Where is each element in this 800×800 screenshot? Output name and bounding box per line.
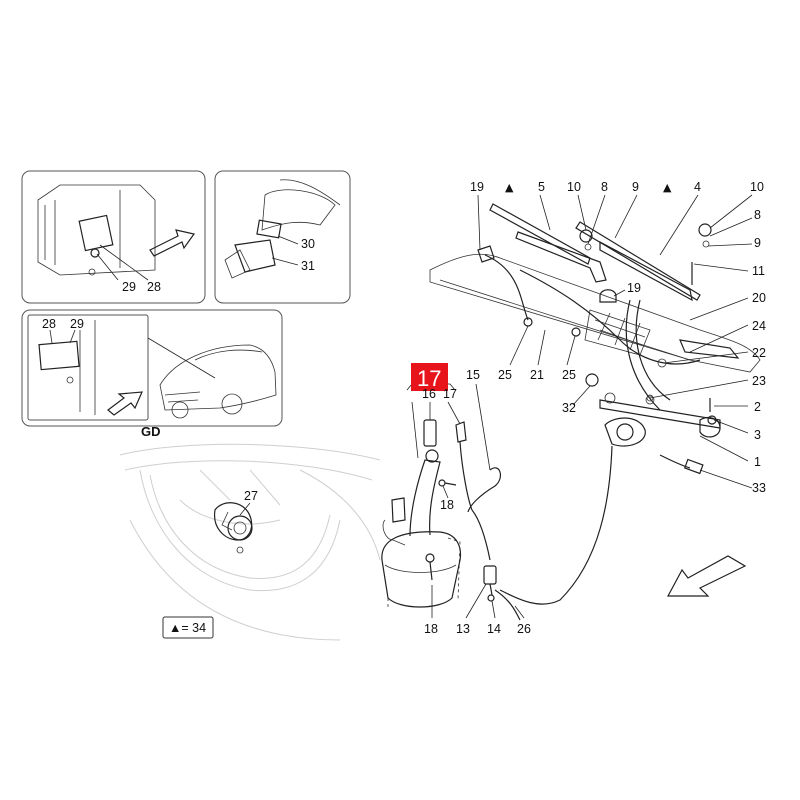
inset-control-unit: 29 28 xyxy=(21,170,206,304)
label-8-right: 8 xyxy=(754,208,761,222)
label-31: 31 xyxy=(301,259,315,273)
label-11: 11 xyxy=(752,264,765,278)
wiper-assembly xyxy=(429,194,761,621)
label-13: 13 xyxy=(456,622,470,636)
label-19-b: 19 xyxy=(627,281,641,295)
legend-box: ▲= 34 xyxy=(162,616,214,639)
label-18-b: 18 xyxy=(424,622,438,636)
label-17: 17 xyxy=(443,387,457,401)
label-4: 4 xyxy=(694,180,701,194)
label-9-right: 9 xyxy=(754,236,761,250)
horn-part: 27 xyxy=(213,489,258,554)
legend-text: ▲= 34 xyxy=(169,621,206,635)
highlight-label: 17 xyxy=(417,366,441,391)
label-28: 28 xyxy=(147,280,161,294)
part-labels: 19 ▲ 5 10 8 9 ▲ 4 10 8 9 11 19 20 24 25 … xyxy=(422,180,766,636)
label-23: 23 xyxy=(752,374,766,388)
triangle-icon: ▲ xyxy=(505,181,514,194)
label-28-inset: 28 xyxy=(42,317,56,331)
label-18: 18 xyxy=(440,498,454,512)
label-32: 32 xyxy=(562,401,576,415)
label-27: 27 xyxy=(244,489,258,503)
label-16: 16 xyxy=(422,387,436,401)
label-24: 24 xyxy=(752,319,766,333)
label-22: 22 xyxy=(752,346,766,360)
label-33: 33 xyxy=(752,481,766,495)
highlight-badge-17: 17 xyxy=(411,363,448,391)
label-26: 26 xyxy=(517,622,531,636)
inset-caption: GD xyxy=(141,424,161,439)
label-29: 29 xyxy=(122,280,136,294)
label-5: 5 xyxy=(538,180,545,194)
label-15: 15 xyxy=(466,368,480,382)
label-10: 10 xyxy=(567,180,581,194)
label-2: 2 xyxy=(754,400,761,414)
label-10-right: 10 xyxy=(750,180,764,194)
label-3: 3 xyxy=(754,428,761,442)
washer-reservoir xyxy=(381,383,525,619)
inset-sensor: 30 31 xyxy=(214,170,351,304)
label-25: 25 xyxy=(498,368,512,382)
label-20: 20 xyxy=(752,291,766,305)
label-1: 1 xyxy=(754,455,761,469)
label-14: 14 xyxy=(487,622,501,636)
label-30: 30 xyxy=(301,237,315,251)
label-19: 19 xyxy=(470,180,484,194)
arrow-icon xyxy=(149,229,196,257)
direction-arrow-icon xyxy=(666,555,747,597)
label-25-b: 25 xyxy=(562,368,576,382)
label-9: 9 xyxy=(632,180,639,194)
label-21: 21 xyxy=(530,368,544,382)
inset-car-view: 28 29 GD xyxy=(21,309,283,439)
label-8: 8 xyxy=(601,180,608,194)
ghost-car-front xyxy=(119,443,381,641)
triangle-icon-2: ▲ xyxy=(663,181,672,194)
label-29-inset: 29 xyxy=(70,317,84,331)
arrow-icon-2 xyxy=(107,391,143,416)
